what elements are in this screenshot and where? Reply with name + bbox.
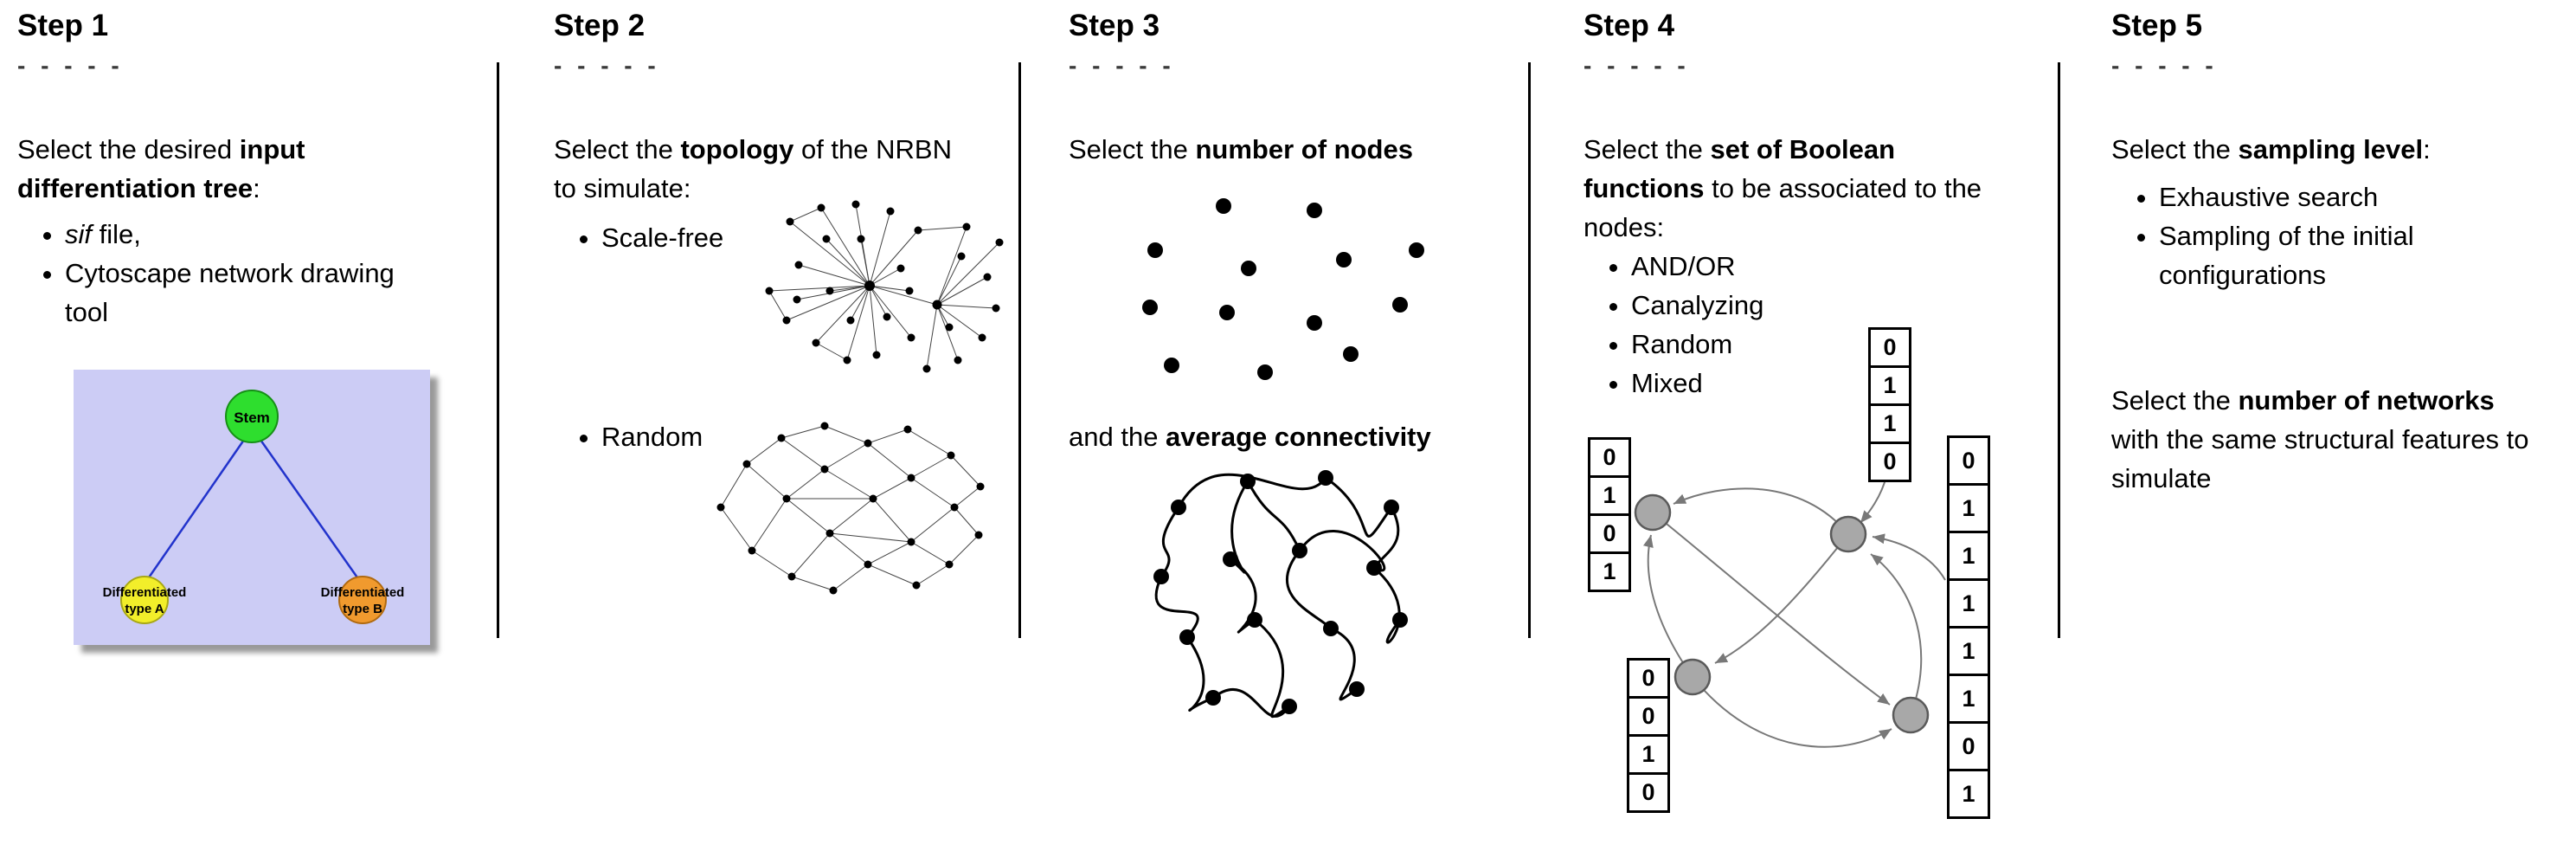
step-4-options: AND/OR Canalyzing Random Mixed [1584, 247, 1995, 403]
truth-table-cell: 1 [1947, 483, 1990, 533]
truth-table-cell: 1 [1947, 626, 1990, 676]
step-2-option-random: Random [554, 417, 965, 456]
list-item: Cytoscape network drawing tool [65, 254, 437, 332]
list-item: Mixed [1631, 364, 1995, 403]
boolean-node-1 [1634, 493, 1672, 532]
list-item: sif file, [65, 215, 437, 254]
list-item: Scale-free [601, 218, 965, 257]
list-item: AND/OR [1631, 247, 1995, 286]
truth-table-cell: 1 [1947, 531, 1990, 581]
tree-edge-b [259, 439, 361, 581]
step-3-line2: and the average connectivity [1069, 422, 1431, 452]
differentiation-tree-figure: Stem Differentiated type A Differentiate… [74, 370, 430, 645]
list-item: Random [1631, 325, 1995, 364]
step-3-line1: Select the number of nodes [1069, 134, 1413, 164]
truth-table-cell: 1 [1588, 475, 1631, 516]
tree-edge-a [145, 439, 246, 581]
stem-node [225, 390, 279, 443]
truth-table-top: 0 1 1 0 [1868, 327, 1911, 482]
truth-table-cell: 0 [1947, 435, 1990, 486]
truth-table-cell: 1 [1588, 551, 1631, 592]
column-divider-1 [497, 62, 499, 638]
step-1-options: sif file, Cytoscape network drawing tool [17, 215, 437, 332]
random-network-figure [697, 405, 991, 610]
truth-table-cell: 0 [1947, 721, 1990, 771]
boolean-network-figure: 0 1 1 0 0 1 0 1 0 1 1 1 1 1 0 1 0 0 1 0 [1584, 320, 2077, 851]
nodes-dots-figure [1134, 186, 1497, 398]
truth-table-bottom-left: 0 0 1 0 [1627, 658, 1670, 813]
step-5-intro: Select the sampling level: [2111, 134, 2431, 164]
step-3-column: Step 3 - - - - - Select the number of no… [1069, 0, 1553, 851]
list-item: Exhaustive search [2159, 177, 2540, 216]
truth-table-cell: 1 [1627, 734, 1670, 775]
step-2-title: Step 2 [554, 9, 646, 42]
differentiation-tree-svg: Stem Differentiated type A Differentiate… [74, 370, 430, 645]
truth-table-cell: 1 [1947, 769, 1990, 819]
boolean-node-4 [1892, 696, 1930, 734]
step-4-intro: Select the set of Boolean functions to b… [1584, 134, 1982, 242]
truth-table-right: 0 1 1 1 1 1 0 1 [1947, 435, 1990, 819]
truth-table-cell: 1 [1868, 403, 1911, 444]
column-divider-2 [1018, 62, 1021, 638]
step-5-dashes: - - - - - [2111, 52, 2218, 79]
step-4-column: Step 4 - - - - - Select the set of Boole… [1584, 0, 2077, 851]
step-2-option-scale-free: Scale-free [554, 218, 965, 257]
step-3-dashes: - - - - - [1069, 52, 1175, 79]
step-2-column: Step 2 - - - - - Select the topology of … [554, 0, 1017, 851]
truth-table-left: 0 1 0 1 [1588, 437, 1631, 592]
truth-table-cell: 1 [1947, 578, 1990, 629]
step-5-options: Exhaustive search Sampling of the initia… [2111, 177, 2540, 294]
connectivity-tangle-figure [1125, 457, 1441, 740]
list-item: Sampling of the initial configurations [2159, 216, 2540, 294]
truth-table-cell: 1 [1947, 674, 1990, 724]
stem-label: Stem [234, 409, 270, 426]
type-b-node [338, 576, 387, 624]
type-b-label-line2: type B [343, 602, 382, 616]
type-a-label-line1: Differentiated [103, 585, 187, 600]
column-divider-3 [1528, 62, 1531, 638]
truth-table-cell: 0 [1588, 437, 1631, 478]
step-2-dashes: - - - - - [554, 52, 660, 79]
step-2-intro: Select the topology of the NRBN to simul… [554, 134, 952, 203]
type-a-node [120, 576, 169, 624]
boolean-node-3 [1673, 658, 1712, 696]
truth-table-cell: 1 [1868, 365, 1911, 406]
step-1-intro: Select the desired input differentiation… [17, 134, 305, 203]
step-4-dashes: - - - - - [1584, 52, 1690, 79]
boolean-node-2 [1829, 515, 1867, 553]
truth-table-cell: 0 [1588, 513, 1631, 554]
truth-table-cell: 0 [1868, 442, 1911, 482]
truth-table-cell: 0 [1868, 327, 1911, 368]
type-b-label-line1: Differentiated [321, 585, 405, 600]
scale-free-network-figure [740, 189, 1008, 394]
list-item: Canalyzing [1631, 286, 1995, 325]
truth-table-cell: 0 [1627, 658, 1670, 699]
step-4-title: Step 4 [1584, 9, 1675, 42]
step-1-dashes: - - - - - [17, 52, 124, 79]
step-5-title: Step 5 [2111, 9, 2203, 42]
column-divider-4 [2058, 62, 2060, 638]
type-a-label-line2: type A [125, 602, 164, 616]
step-5-networks-paragraph: Select the number of networks with the s… [2111, 385, 2529, 493]
truth-table-cell: 0 [1627, 696, 1670, 737]
list-item: Random [601, 417, 965, 456]
step-1-title: Step 1 [17, 9, 109, 42]
step-1-column: Step 1 - - - - - Select the desired inpu… [17, 0, 502, 851]
step-5-column: Step 5 - - - - - Select the sampling lev… [2111, 0, 2574, 851]
step-3-title: Step 3 [1069, 9, 1160, 42]
truth-table-cell: 0 [1627, 772, 1670, 813]
